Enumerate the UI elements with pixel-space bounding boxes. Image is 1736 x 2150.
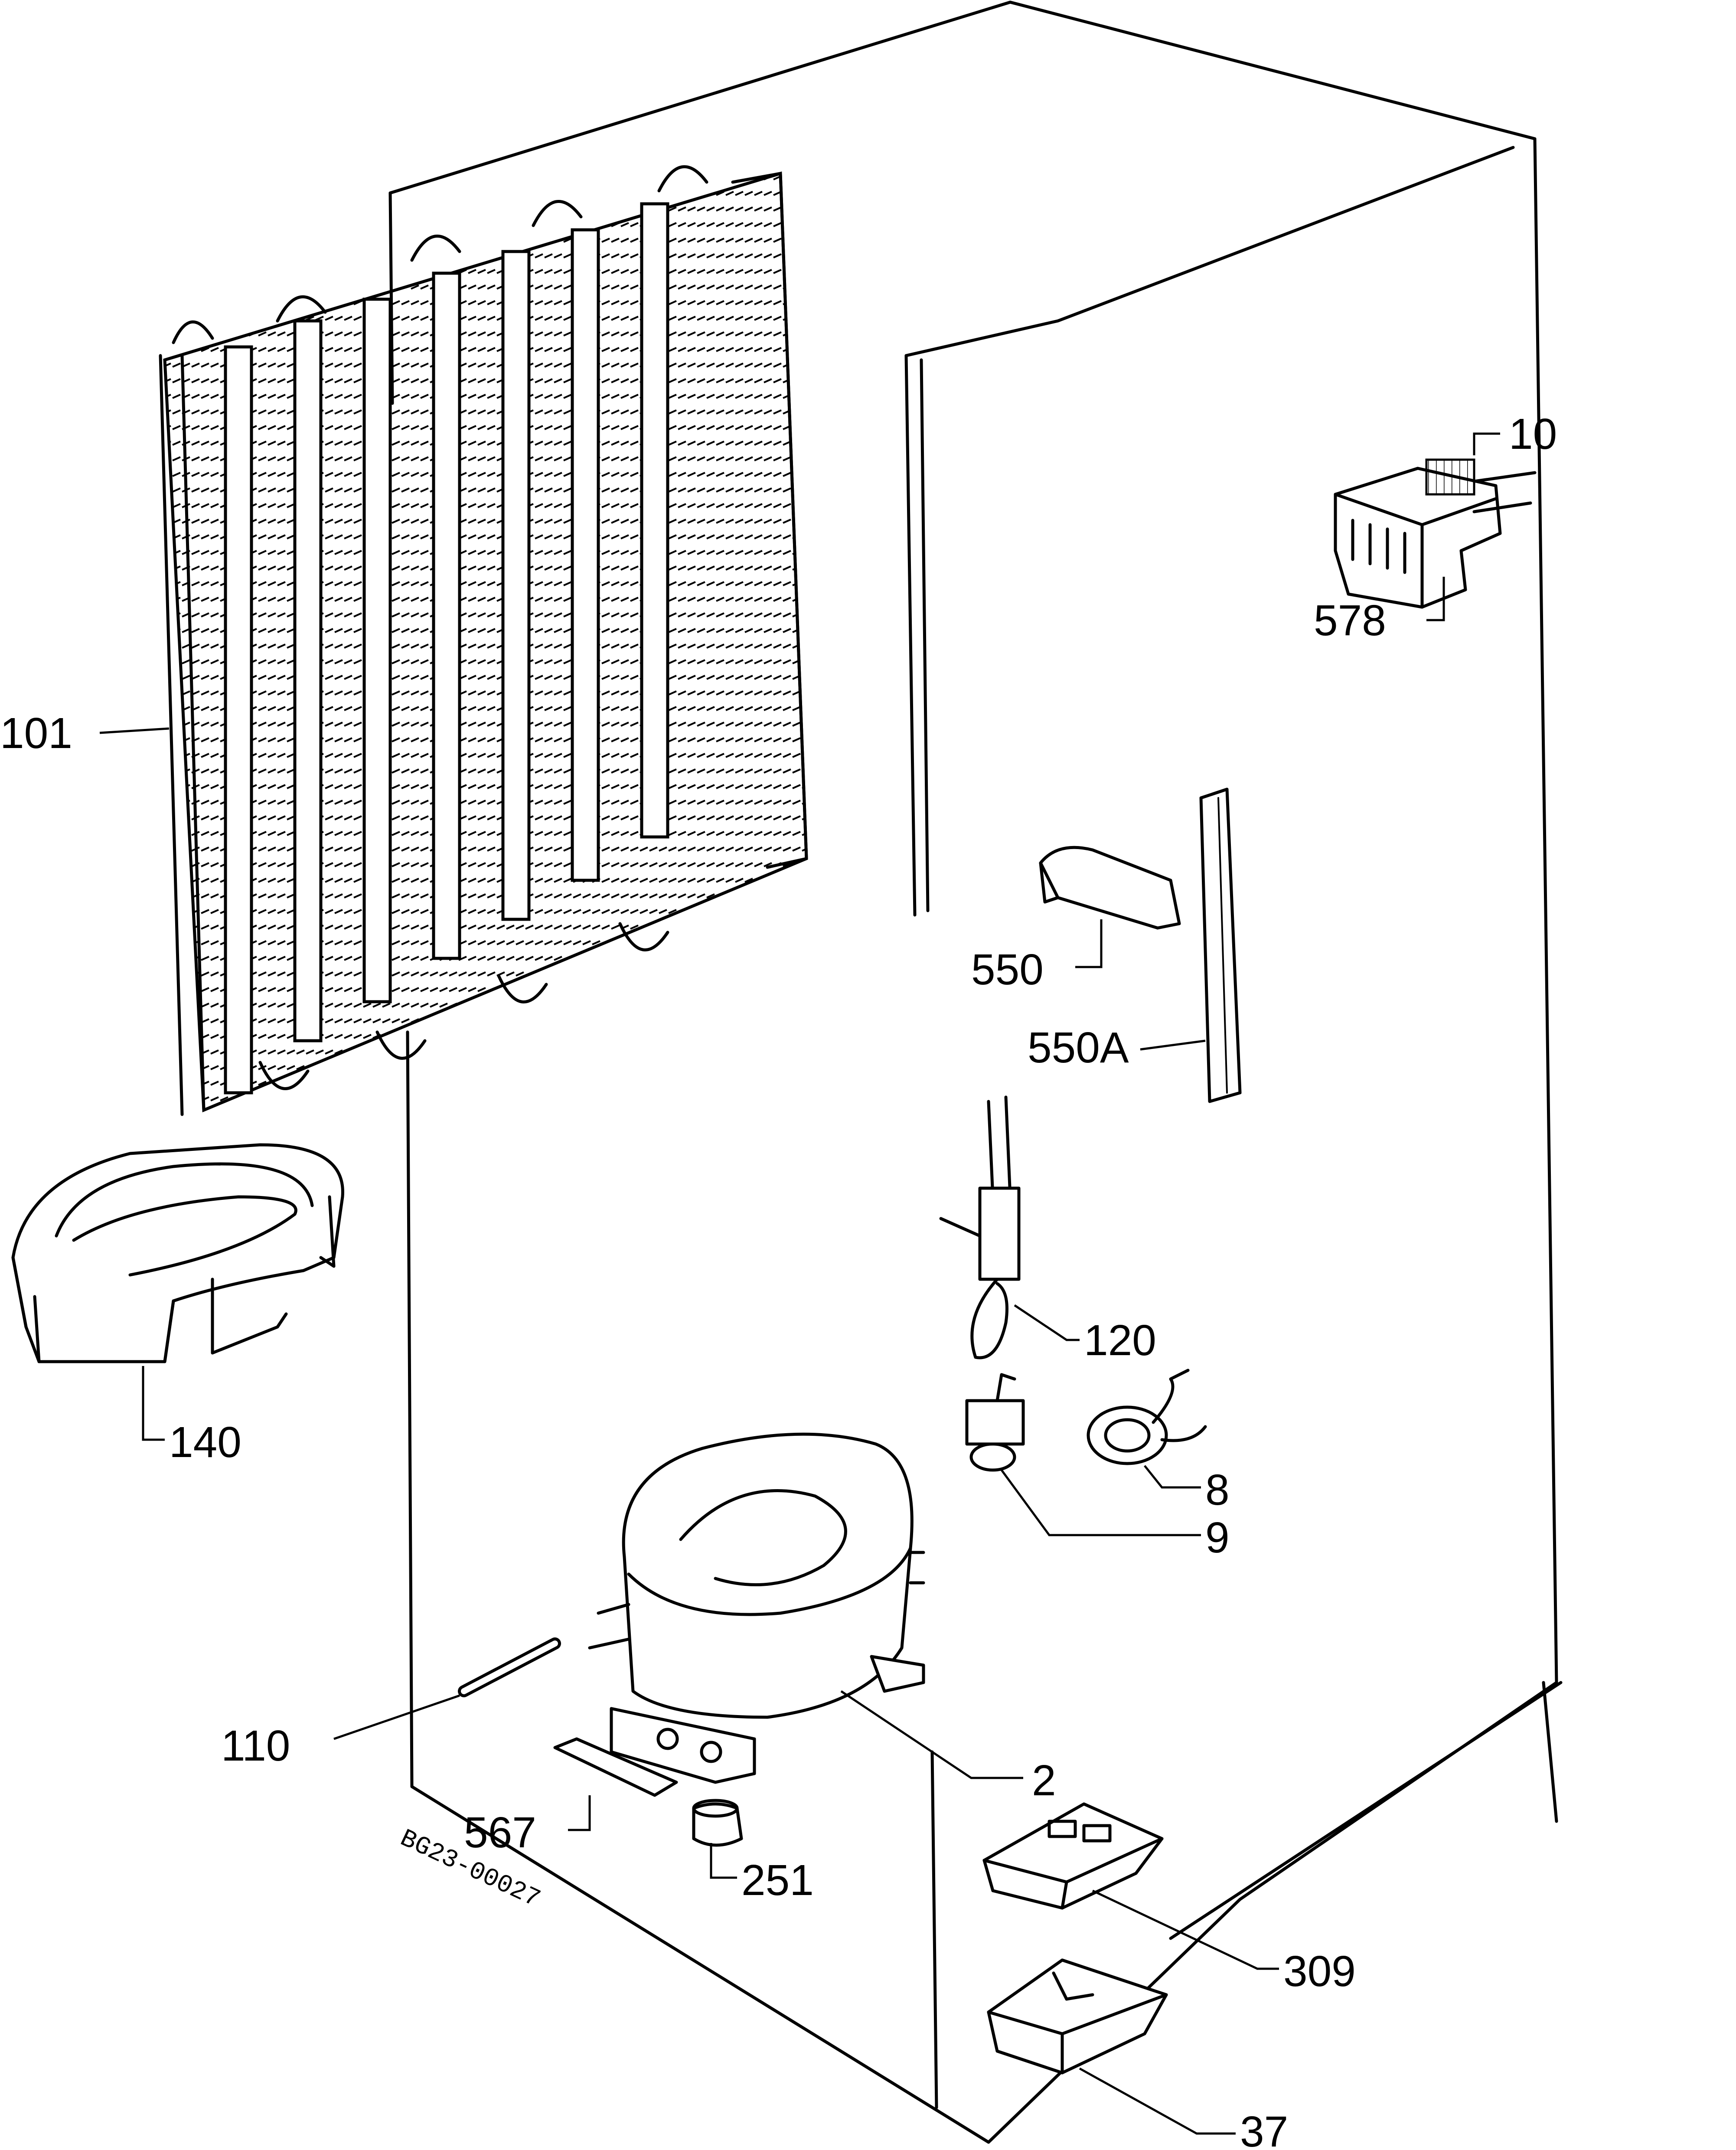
compressor (588, 1432, 925, 1784)
label-37: 37 (1240, 2108, 1288, 2150)
bracket (1039, 846, 1181, 930)
label-120: 120 (1084, 1316, 1156, 1365)
label-567: 567 (464, 1808, 536, 1857)
overload (1087, 1369, 1207, 1465)
drip-tray (11, 1143, 344, 1363)
condenser (159, 165, 808, 1116)
tube (458, 1637, 561, 1697)
leader-lines (99, 432, 1500, 2135)
relay (965, 1373, 1025, 1472)
label-251: 251 (741, 1856, 814, 1905)
label-2: 2 (1032, 1756, 1056, 1805)
thermostat-assembly (1334, 458, 1537, 609)
grommet (692, 1799, 743, 1847)
label-10: 10 (1509, 410, 1557, 458)
mounting-bracket-37 (987, 1958, 1168, 2075)
label-578: 578 (1314, 596, 1386, 645)
label-550: 550 (971, 945, 1044, 994)
plate (553, 1737, 678, 1797)
door-strip (1199, 787, 1242, 1103)
label-9: 9 (1205, 1513, 1230, 1562)
part-labels: 10 578 101 550 550A 120 140 8 9 110 2 56… (0, 410, 1557, 2150)
label-550a: 550A (1028, 1023, 1129, 1072)
label-101: 101 (0, 709, 72, 758)
drier-capillary (939, 1095, 1021, 1359)
label-140: 140 (169, 1418, 241, 1467)
mounting-bracket-309 (982, 1802, 1164, 1910)
label-110: 110 (221, 1722, 290, 1770)
label-8: 8 (1205, 1466, 1230, 1514)
label-309: 309 (1283, 1947, 1356, 1996)
